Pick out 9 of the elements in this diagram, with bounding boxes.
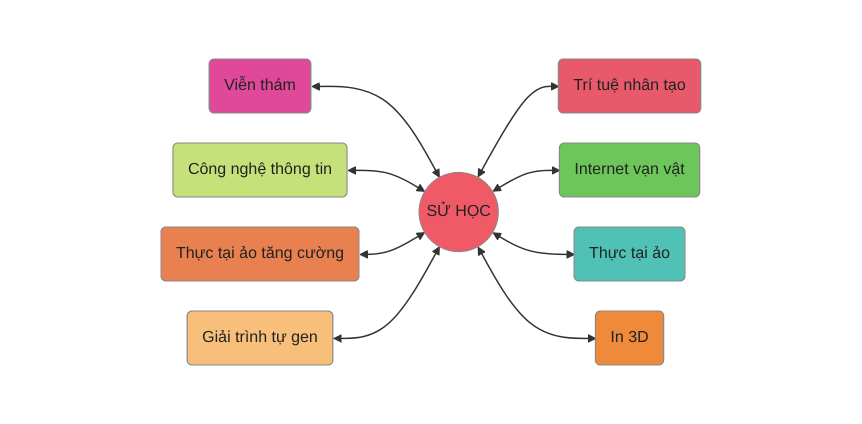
- arrow: [333, 246, 440, 343]
- arrow: [492, 166, 560, 192]
- arrow: [492, 232, 576, 259]
- node-circle: SỬ HỌC: [418, 172, 499, 252]
- arrow: [478, 246, 596, 343]
- arrow: [360, 232, 426, 259]
- arrow: [312, 82, 440, 178]
- arrow: [348, 166, 426, 192]
- arrow: [478, 82, 560, 178]
